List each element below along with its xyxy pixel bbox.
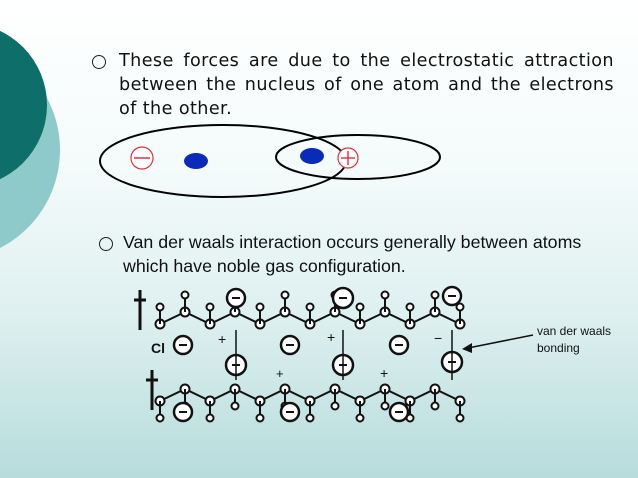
side-atom	[205, 413, 215, 423]
side-atom	[330, 401, 340, 411]
side-atom	[455, 302, 465, 312]
side-atom	[355, 413, 365, 423]
charge-label-1: +	[218, 331, 226, 347]
nucleus-left	[184, 153, 208, 169]
side-atom	[255, 413, 265, 423]
atom-orbit-right	[275, 134, 441, 180]
charge-label-4: −	[434, 330, 442, 346]
side-atom	[455, 413, 465, 423]
side-atom	[205, 302, 215, 312]
bullet-text-2: Van der waals interaction occurs general…	[123, 232, 582, 276]
chloride-label: Cl	[151, 340, 165, 356]
bullet-text-1: These forces are due to the electrostati…	[119, 51, 614, 119]
bullet-marker-1	[92, 55, 106, 69]
charge-label-3: +	[380, 365, 388, 381]
side-atom	[430, 401, 440, 411]
side-atom	[180, 290, 190, 300]
end-group-top	[134, 290, 146, 330]
end-group-bottom	[146, 370, 158, 410]
side-atom	[430, 290, 440, 300]
side-atom	[405, 302, 415, 312]
nucleus-right	[300, 148, 324, 164]
van-der-waals-label: van der waals bonding	[537, 324, 612, 355]
dark-teal-circle	[0, 30, 47, 180]
side-atom	[230, 401, 240, 411]
side-atom	[355, 302, 365, 312]
side-atom	[305, 302, 315, 312]
charge-label-5: +	[276, 366, 284, 381]
bond-arrow-head	[462, 343, 472, 353]
side-atom	[380, 401, 390, 411]
bond-arrow-line	[467, 334, 534, 349]
side-atom	[380, 290, 390, 300]
charge-label-2: +	[327, 329, 335, 345]
side-atom	[155, 413, 165, 423]
side-atom	[280, 290, 290, 300]
side-atom	[155, 302, 165, 312]
bullet-marker-2	[99, 237, 113, 251]
side-atom	[305, 413, 315, 423]
side-atom	[255, 302, 265, 312]
